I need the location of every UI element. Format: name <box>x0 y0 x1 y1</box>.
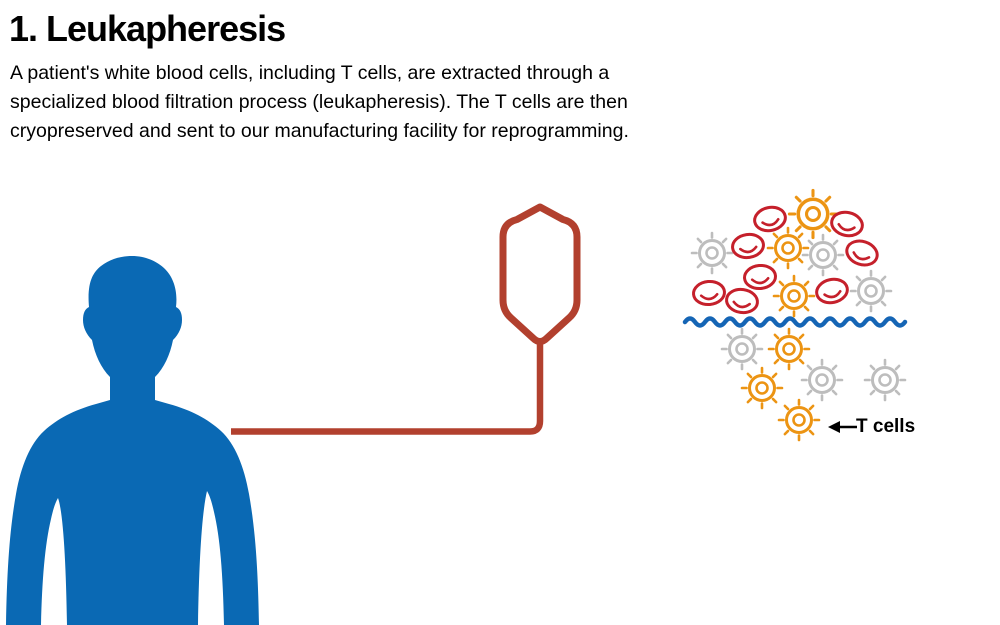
t-cell-icon <box>767 327 811 371</box>
t-cell-icon <box>740 366 784 410</box>
red-blood-cell-icon <box>692 279 726 307</box>
patient-silhouette <box>6 256 259 625</box>
step-title: 1. Leukapheresis <box>9 8 286 49</box>
white-blood-cell-icon <box>690 231 734 275</box>
red-blood-cell-icon <box>731 232 765 260</box>
red-blood-cell-icon <box>743 263 777 291</box>
white-blood-cell-icon <box>800 358 844 402</box>
t-cells-arrow <box>828 421 857 433</box>
red-blood-cell-icon <box>725 287 759 315</box>
t-cell-icon <box>772 274 816 318</box>
t-cells-label: T cells <box>856 416 916 437</box>
step-description-line: specialized blood filtration process (le… <box>10 91 628 113</box>
step-description: A patient's white blood cells, including… <box>10 59 629 146</box>
t-cell-icon <box>766 226 810 270</box>
red-blood-cell-icon <box>830 210 864 238</box>
t-cell-icon <box>787 188 839 240</box>
white-blood-cell-icon <box>863 358 907 402</box>
step-description-line: A patient's white blood cells, including… <box>10 62 610 84</box>
white-blood-cell-icon <box>801 233 845 277</box>
blood-bag-icon <box>499 203 581 345</box>
white-blood-cell-icon <box>720 327 764 371</box>
t-cell-icon <box>777 398 821 442</box>
red-blood-cell-icon <box>753 205 787 233</box>
cell-cluster <box>690 188 907 442</box>
red-blood-cell-icon <box>815 277 849 305</box>
blood-tube <box>231 344 544 435</box>
white-blood-cell-icon <box>849 269 893 313</box>
filtration-wave-line <box>682 316 908 328</box>
red-blood-cell-icon <box>845 239 879 267</box>
step-description-line: cryopreserved and sent to our manufactur… <box>10 120 629 142</box>
